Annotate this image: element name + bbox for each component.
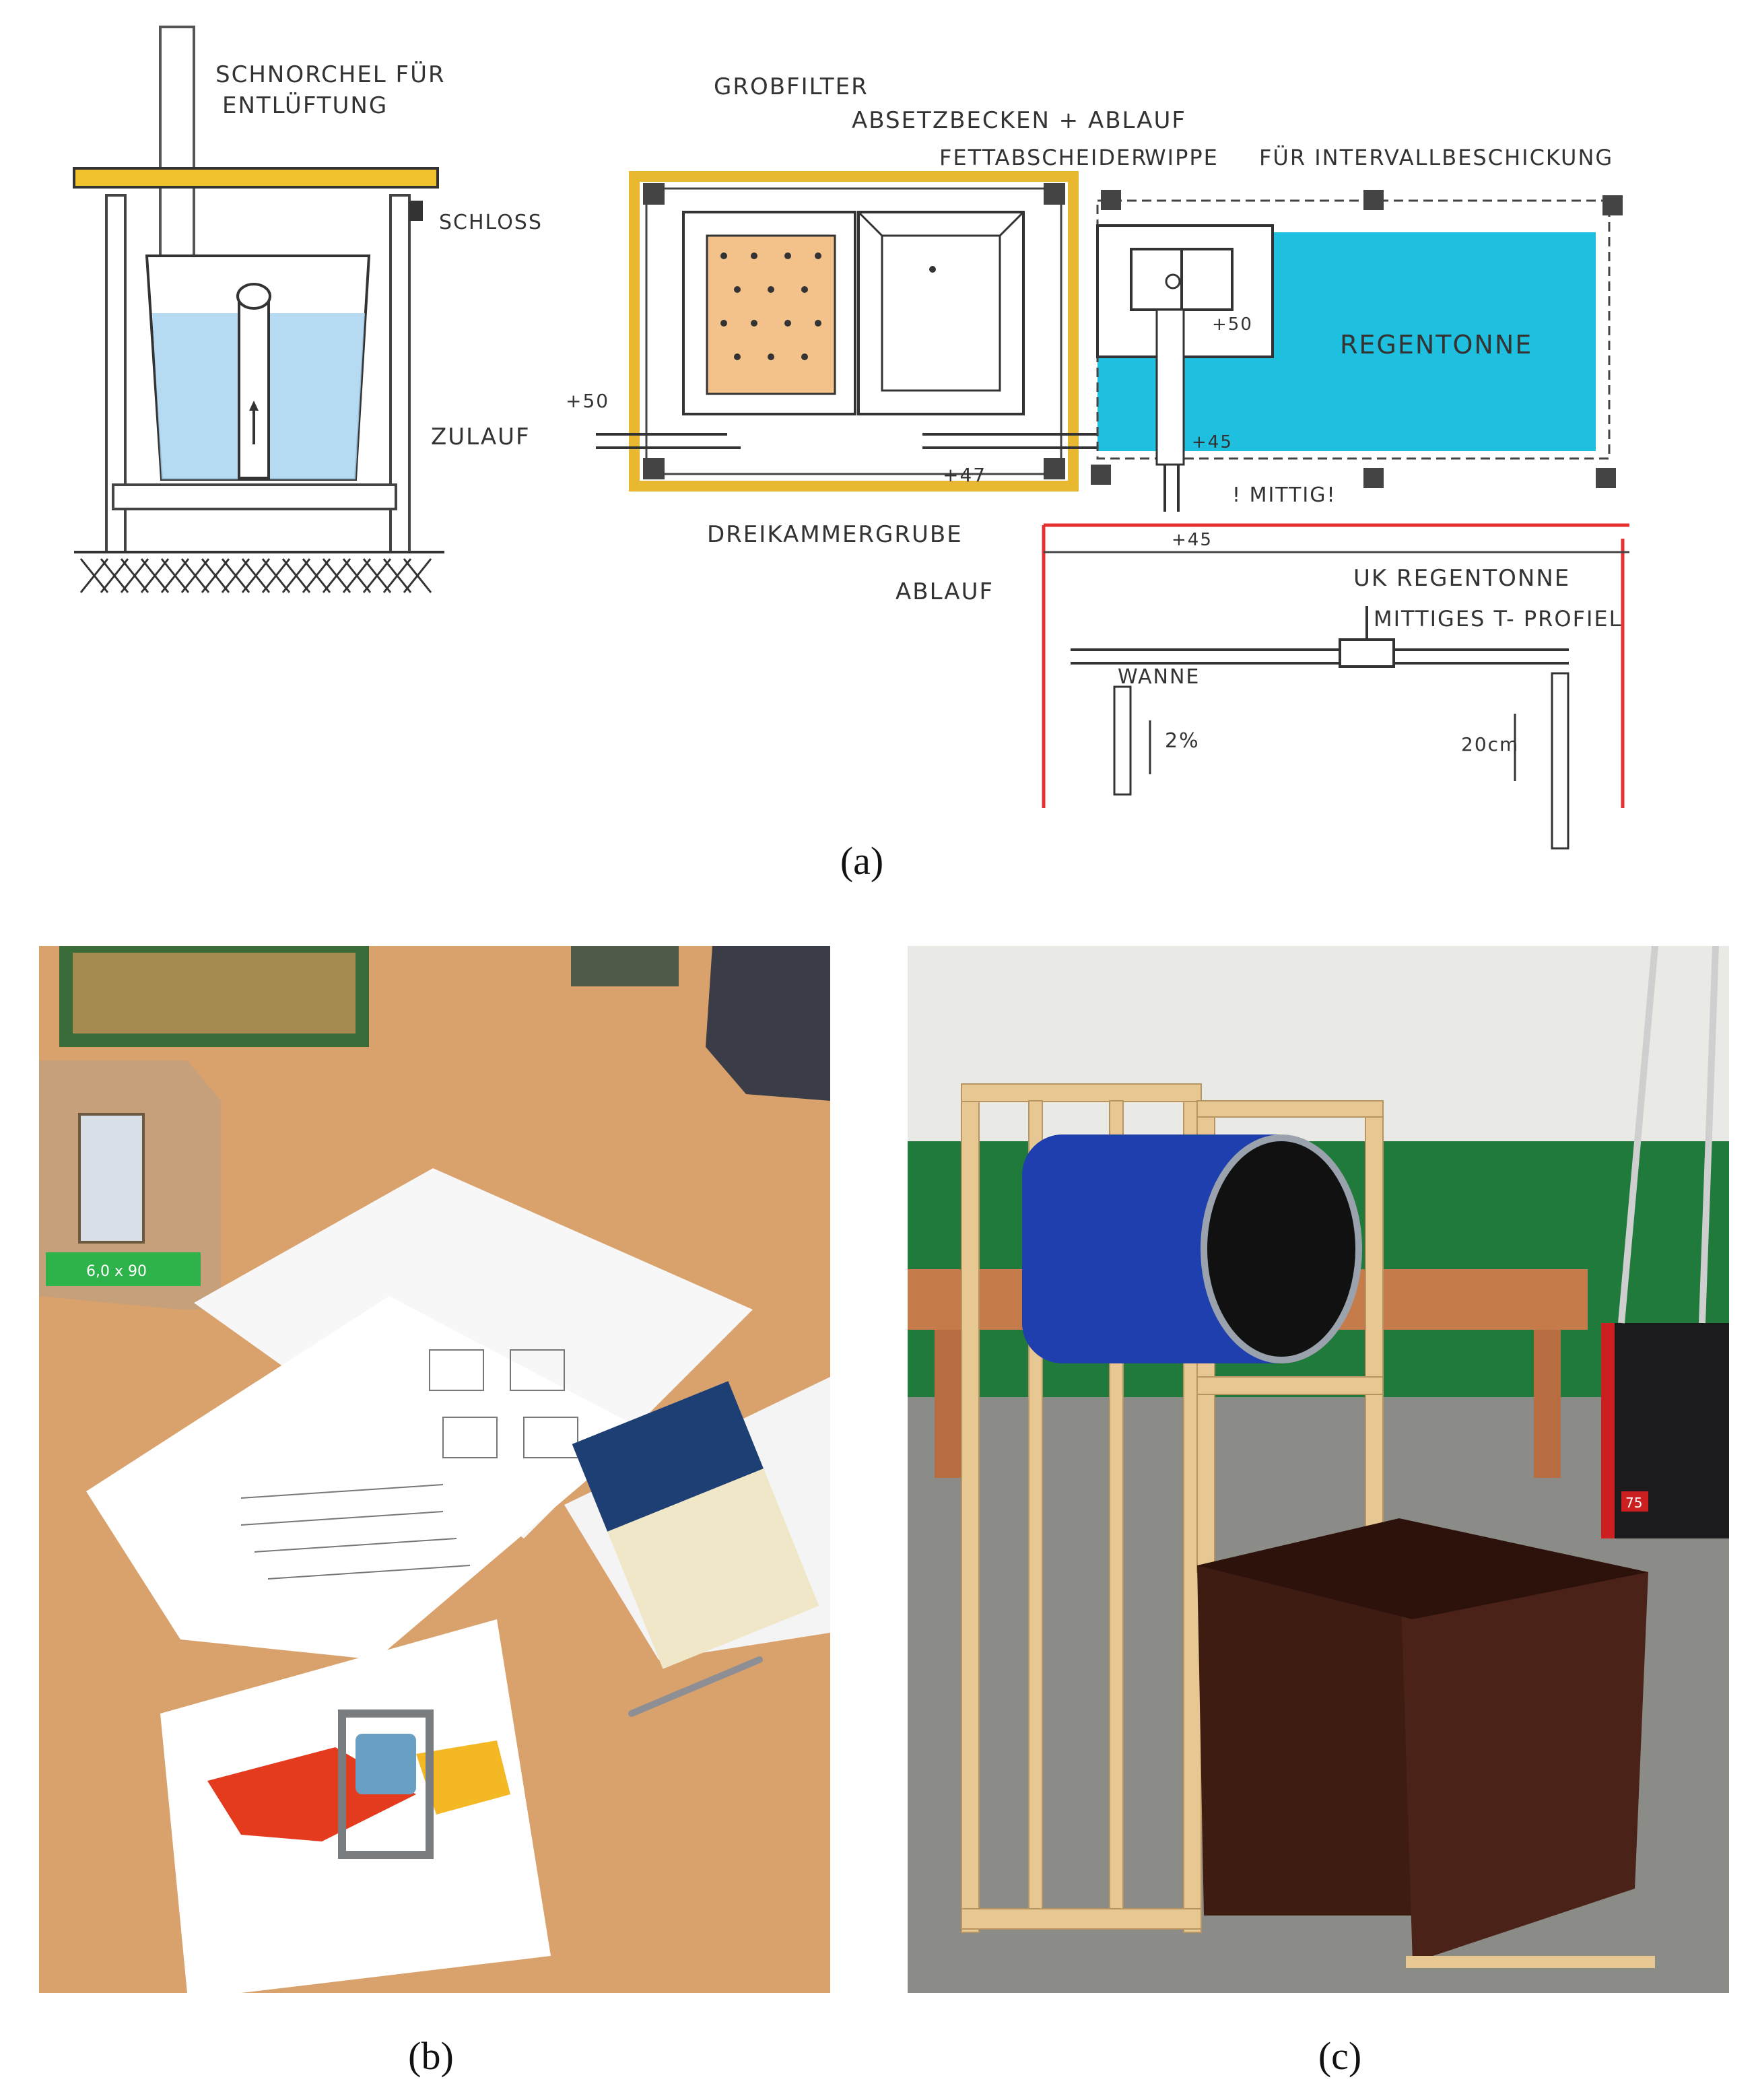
- lock-icon: [409, 201, 423, 221]
- label-plus50-left: +50: [566, 390, 609, 412]
- label-ablauf: ABLAUF: [896, 578, 994, 605]
- label-mittig: ! MITTIG!: [1232, 483, 1337, 507]
- label-zulauf: ZULAUF: [431, 424, 531, 450]
- label-dreikammergrube: DREIKAMMERGRUBE: [707, 521, 963, 548]
- corner-post: [643, 458, 665, 479]
- render-frame: [338, 1709, 434, 1859]
- corner-post: [643, 183, 665, 205]
- render-barrel: [356, 1734, 416, 1794]
- label-schnorchel-1: SCHNORCHEL FÜR: [215, 61, 446, 88]
- grobfilter-fill: [706, 234, 836, 395]
- absetzbecken-chamber: [857, 211, 1025, 415]
- label-plus50-right: +50: [1212, 314, 1253, 335]
- label-mittiges-profil: MITTIGES T- PROFIEL: [1374, 606, 1622, 632]
- corner-post: [1044, 183, 1065, 205]
- label-uk-regentonne: UK REGENTONNE: [1353, 565, 1570, 592]
- caption-c: (c): [1318, 2034, 1362, 2078]
- barrel-lid: [1201, 1134, 1362, 1363]
- plan-drawing: GROBFILTER ABSETZBECKEN + ABLAUF FETTABS…: [431, 73, 1629, 850]
- inner-pipe: [238, 295, 270, 479]
- paper-sheet: [86, 1296, 645, 1660]
- label-fuer-intervall: FÜR INTERVALLBESCHICKUNG: [1259, 145, 1613, 170]
- render-yellow-tub: [416, 1740, 510, 1815]
- label-grobfilter: GROBFILTER: [714, 73, 869, 100]
- label-wippe: WIPPE: [1145, 145, 1219, 170]
- corner-post: [1363, 190, 1384, 210]
- screw-box-label-bg: [46, 1252, 201, 1286]
- screw-box-label: 6,0 x 90: [86, 1263, 147, 1280]
- tool-cabinet: [1601, 1323, 1729, 1538]
- cabinet-badge: [1621, 1491, 1648, 1512]
- label-plus47: +47: [943, 464, 986, 486]
- filter-dots: [720, 252, 821, 360]
- corner-post: [1091, 465, 1111, 485]
- corner-post: [1596, 468, 1616, 488]
- label-regentonne: REGENTONNE: [1340, 330, 1532, 360]
- label-fettabscheider: FETTABSCHEIDER: [939, 145, 1147, 170]
- bottom-slab: [112, 483, 397, 510]
- photo-c-workshop: 75: [908, 946, 1729, 1993]
- brown-box-top: [1197, 1518, 1648, 1619]
- corner-post: [1602, 195, 1623, 215]
- brown-box-front: [1399, 1538, 1648, 1963]
- screw-tray-2: [571, 946, 679, 986]
- ground-hatch: [79, 558, 432, 593]
- sketch-panel-a: SCHLOSS SCHNORCHEL FÜR ENTLÜFTUNG: [73, 26, 1629, 850]
- wanne-right: [1551, 672, 1569, 850]
- label-wanne: WANNE: [1118, 665, 1200, 689]
- ladder: [1618, 946, 1719, 1324]
- caption-a: (a): [840, 839, 884, 883]
- section-drawing: SCHLOSS SCHNORCHEL FÜR ENTLÜFTUNG: [73, 26, 543, 593]
- corner-post: [1363, 468, 1384, 488]
- wanne-left: [1113, 685, 1132, 796]
- long-screw: [628, 1656, 763, 1717]
- cabinet-badge-text: 75: [1625, 1495, 1642, 1511]
- label-absetzbecken: ABSETZBECKEN + ABLAUF: [852, 107, 1186, 134]
- photo-b-desk: 6,0 x 90: [39, 946, 830, 1993]
- label-gefaelle: 2%: [1165, 729, 1200, 753]
- corner-post: [1101, 190, 1121, 210]
- label-plus45-b: +45: [1172, 530, 1213, 550]
- label-hoehe: 20cm: [1461, 733, 1519, 755]
- pipe-top: [236, 283, 271, 310]
- corner-post: [1044, 458, 1065, 479]
- caption-b: (b): [408, 2034, 454, 2078]
- snorkel-pipe: [159, 26, 195, 284]
- brown-box-side: [1197, 1538, 1413, 1916]
- label-schnorchel-2: ENTLÜFTUNG: [222, 92, 388, 119]
- label-schloss: SCHLOSS: [439, 211, 543, 234]
- yellow-lid: [73, 167, 439, 189]
- cloth: [706, 946, 830, 1101]
- label-plus45-a: +45: [1192, 432, 1233, 452]
